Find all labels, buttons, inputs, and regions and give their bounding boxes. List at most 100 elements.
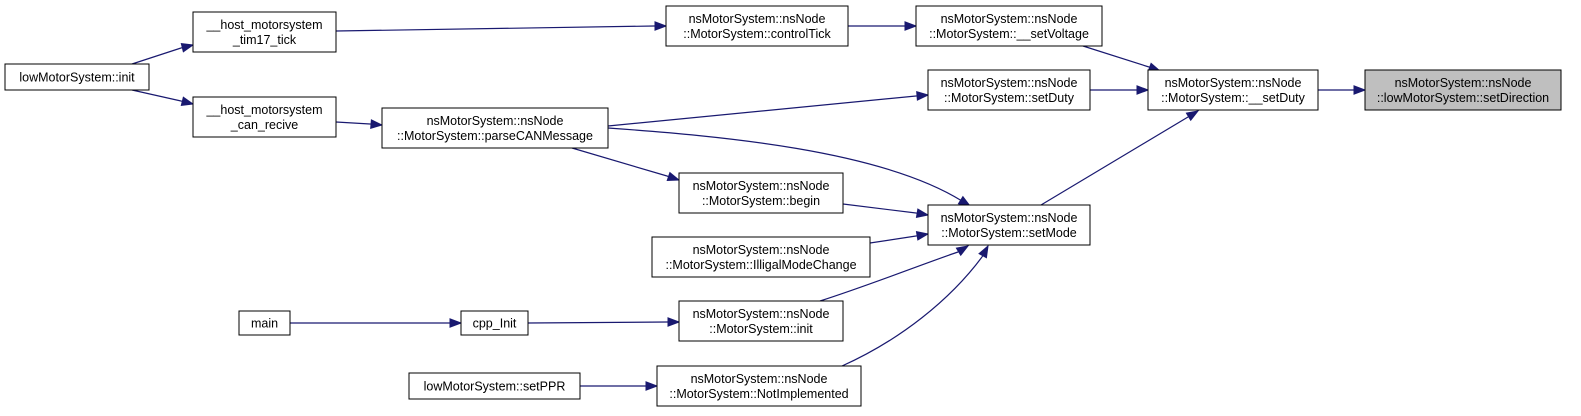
node-label-line: ::MotorSystem::init: [709, 322, 813, 336]
node-main[interactable]: main: [238, 310, 291, 336]
node-box[interactable]: [656, 365, 862, 407]
arrowhead: [1353, 85, 1367, 95]
node-label-line: ::MotorSystem::controlTick: [683, 27, 831, 41]
call-nodes: lowMotorSystem::init__host_motorsystem_t…: [4, 5, 1562, 407]
edge-lowmotor-init-to-host-can-recive: [131, 89, 182, 102]
arrowhead: [1136, 85, 1150, 95]
arrowhead: [666, 171, 681, 182]
node-label-line: nsMotorSystem::nsNode: [427, 114, 564, 128]
node-box[interactable]: [678, 172, 844, 214]
node-not-implemented[interactable]: nsMotorSystem::nsNode::MotorSystem::NotI…: [656, 365, 862, 407]
node-label-line: ::MotorSystem::IlligalModeChange: [665, 258, 856, 272]
arrowhead: [904, 21, 918, 31]
node-set-voltage[interactable]: nsMotorSystem::nsNode::MotorSystem::__se…: [915, 5, 1103, 47]
edge-ms-init-to-set-mode: [819, 251, 959, 302]
node-box[interactable]: [927, 69, 1091, 111]
edge-not-implemented-to-set-mode: [841, 256, 983, 367]
edge-host-tim17-tick-to-control-tick: [335, 25, 655, 32]
node-box[interactable]: [915, 5, 1103, 47]
node-label-line: lowMotorSystem::setPPR: [424, 380, 566, 394]
node-ms-init[interactable]: nsMotorSystem::nsNode::MotorSystem::init: [678, 300, 844, 342]
edge-connector: [666, 175, 669, 178]
edge-parse-can-to-set-duty-pub: [607, 95, 917, 127]
edge-connector: [960, 199, 963, 202]
edge-set-mode-to-set-duty-priv: [1040, 116, 1189, 206]
node-label-line: nsMotorSystem::nsNode: [941, 211, 1078, 225]
arrowhead: [915, 231, 930, 241]
node-box[interactable]: [381, 107, 609, 149]
node-box[interactable]: [408, 372, 581, 400]
node-box[interactable]: [665, 5, 849, 47]
node-box[interactable]: [4, 63, 150, 91]
node-label-line: _tim17_tick: [232, 33, 297, 47]
node-box[interactable]: [460, 310, 529, 336]
call-edges: [131, 21, 1367, 391]
arrowhead: [180, 96, 195, 106]
node-label-line: __host_motorsystem: [205, 18, 322, 32]
edge-lowmotor-init-to-host-tim17-tick: [131, 47, 182, 65]
node-label-line: nsMotorSystem::nsNode: [1395, 76, 1532, 90]
arrowhead: [955, 245, 970, 257]
node-label-line: nsMotorSystem::nsNode: [693, 243, 830, 257]
arrowhead: [916, 91, 930, 101]
node-box[interactable]: [1147, 69, 1319, 111]
arrowhead: [645, 381, 659, 391]
node-label-line: ::MotorSystem::setMode: [941, 226, 1077, 240]
node-label-line: __host_motorsystem: [205, 103, 322, 117]
node-set-mode[interactable]: nsMotorSystem::nsNode::MotorSystem::setM…: [927, 204, 1091, 246]
node-label-line: ::lowMotorSystem::setDirection: [1377, 91, 1549, 105]
arrowhead: [180, 43, 195, 53]
node-label-line: nsMotorSystem::nsNode: [693, 307, 830, 321]
node-set-direction[interactable]: nsMotorSystem::nsNode::lowMotorSystem::s…: [1364, 69, 1562, 111]
node-set-duty-pub[interactable]: nsMotorSystem::nsNode::MotorSystem::setD…: [927, 69, 1091, 111]
arrowhead: [1185, 110, 1200, 122]
node-label-line: ::MotorSystem::setDuty: [944, 91, 1075, 105]
node-label-line: ::MotorSystem::begin: [702, 194, 820, 208]
node-parse-can[interactable]: nsMotorSystem::nsNode::MotorSystem::pars…: [381, 107, 609, 149]
node-label-line: nsMotorSystem::nsNode: [691, 372, 828, 386]
node-label-line: ::MotorSystem::__setVoltage: [929, 27, 1089, 41]
node-label-line: ::MotorSystem::parseCANMessage: [397, 129, 593, 143]
node-label-line: cpp_Init: [473, 317, 517, 331]
node-lowmotor-init[interactable]: lowMotorSystem::init: [4, 63, 150, 91]
node-label-line: nsMotorSystem::nsNode: [941, 76, 1078, 90]
edge-parse-can-to-set-mode: [607, 127, 963, 202]
node-box[interactable]: [192, 11, 337, 53]
node-label-line: nsMotorSystem::nsNode: [693, 179, 830, 193]
node-host-can-recive[interactable]: __host_motorsystem_can_recive: [192, 96, 337, 138]
node-box[interactable]: [927, 204, 1091, 246]
node-box[interactable]: [678, 300, 844, 342]
node-set-ppr[interactable]: lowMotorSystem::setPPR: [408, 372, 581, 400]
edge-connector: [981, 255, 984, 258]
node-illigal-mode[interactable]: nsMotorSystem::nsNode::MotorSystem::Illi…: [651, 236, 871, 278]
arrowhead: [978, 244, 989, 259]
node-control-tick[interactable]: nsMotorSystem::nsNode::MotorSystem::cont…: [665, 5, 849, 47]
edge-begin-to-set-mode: [842, 203, 917, 214]
edge-set-voltage-to-set-duty-priv: [1082, 45, 1150, 68]
node-box[interactable]: [1364, 69, 1562, 111]
node-box[interactable]: [192, 96, 337, 138]
edge-illigal-mode-to-set-mode: [869, 235, 917, 244]
node-label-line: main: [251, 317, 278, 331]
arrowhead: [449, 318, 463, 328]
node-set-duty-priv[interactable]: nsMotorSystem::nsNode::MotorSystem::__se…: [1147, 69, 1319, 111]
node-host-tim17-tick[interactable]: __host_motorsystem_tim17_tick: [192, 11, 337, 53]
node-label-line: ::MotorSystem::NotImplemented: [669, 387, 848, 401]
edge-parse-can-to-begin: [571, 147, 668, 177]
arrowhead: [915, 208, 930, 218]
node-label-line: ::MotorSystem::__setDuty: [1161, 91, 1306, 105]
edge-host-can-recive-to-parse-can: [335, 121, 371, 125]
node-label-line: _can_recive: [230, 118, 298, 132]
node-label-line: lowMotorSystem::init: [19, 71, 135, 85]
edge-cpp-init-to-ms-init: [527, 321, 668, 324]
arrowhead: [667, 317, 681, 327]
node-box[interactable]: [651, 236, 871, 278]
node-label-line: nsMotorSystem::nsNode: [689, 12, 826, 26]
node-cpp-init[interactable]: cpp_Init: [460, 310, 529, 336]
node-label-line: nsMotorSystem::nsNode: [941, 12, 1078, 26]
node-begin[interactable]: nsMotorSystem::nsNode::MotorSystem::begi…: [678, 172, 844, 214]
node-box[interactable]: [238, 310, 291, 336]
arrowhead: [654, 21, 668, 31]
arrowhead: [370, 119, 384, 129]
